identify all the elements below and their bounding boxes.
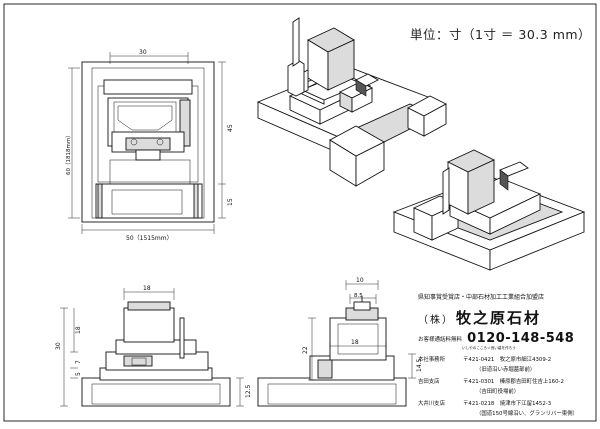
dim-bl-h-7: 7	[75, 360, 82, 364]
company-association: 県知事賞受賞店・中部石材加工工業組合加盟店	[418, 294, 545, 301]
side-view-right: 10 8.5 18 22 14.5	[257, 277, 423, 407]
dim-bl-h-5: 5	[75, 372, 82, 376]
company-name: 牧之原石材	[456, 309, 542, 327]
dim-front-height-lower: 15	[227, 198, 234, 206]
branch-name: 吉田支店	[418, 379, 440, 385]
free-dial-label: お客様通話料無料	[418, 336, 463, 343]
branch-note: （国道150号線沿い、グランリバー東側）	[476, 411, 578, 417]
branch-name: 大井川支店	[418, 401, 445, 407]
phone-line: お客様通話料無料 0120-148-548	[418, 328, 598, 347]
dim-front-height-total: 60（1818mm）	[65, 132, 72, 175]
phone-number: 0120-148-548	[467, 331, 575, 346]
branch-address: 〒421-0421 牧之原市細江4309-2	[463, 357, 552, 363]
dim-front-width-bottom: 50（1515mm）	[126, 235, 173, 242]
dim-bl-h-30: 30	[55, 342, 62, 350]
branch-note: （旧道沿い赤堀墓部前）	[476, 367, 536, 373]
company-name-line: （株）牧之原石材	[418, 307, 598, 328]
branch-main: 本社事務所 〒421-0421 牧之原市細江4309-2	[418, 355, 598, 363]
drawing-frame	[3, 3, 597, 422]
dim-br-h-22: 22	[302, 346, 309, 354]
isometric-view-2	[392, 149, 586, 271]
branch-oigawa: 大井川支店 〒421-0218 焼津市下江留1452-3	[418, 399, 598, 407]
branch-address: 〒421-0301 榛原郡吉田町住吉上160-2	[463, 379, 564, 385]
dim-front-height-upper: 45	[227, 124, 234, 132]
dim-br-h-14-5: 14.5	[416, 358, 423, 372]
side-view-left: 18 30 18 7 5 12.5	[55, 285, 252, 407]
branch-address: 〒421-0218 焼津市下江留1452-3	[463, 401, 552, 407]
branch-note: （吉田町役場前）	[476, 389, 520, 395]
phone-reading: いしやのこころ＝良い墓を作ろう	[462, 346, 516, 350]
company-info: 県知事賞受賞店・中部石材加工工業組合加盟店 （株）牧之原石材 お客様通話料無料 …	[418, 292, 598, 417]
branch-yoshida: 吉田支店 〒421-0301 榛原郡吉田町住吉上160-2	[418, 377, 598, 385]
front-elevation-view: 30 50（1515mm） 60（1818mm） 45 15	[65, 49, 234, 242]
branch-name: 本社事務所	[418, 357, 445, 363]
dim-front-width-top: 30	[139, 49, 147, 56]
dim-br-w-18: 18	[351, 339, 359, 346]
dim-bl-h-12-5: 12.5	[245, 384, 252, 398]
isometric-view-1	[256, 17, 447, 187]
dim-bl-h-18: 18	[75, 326, 82, 334]
dim-br-w-8-5: 8.5	[354, 293, 363, 299]
dim-bl-width-top: 18	[143, 285, 151, 292]
unit-note: 単位：寸（1寸 ＝ 30.3 mm）	[410, 27, 592, 42]
company-prefix: （株）	[418, 315, 454, 326]
dim-br-w-10: 10	[356, 277, 364, 284]
